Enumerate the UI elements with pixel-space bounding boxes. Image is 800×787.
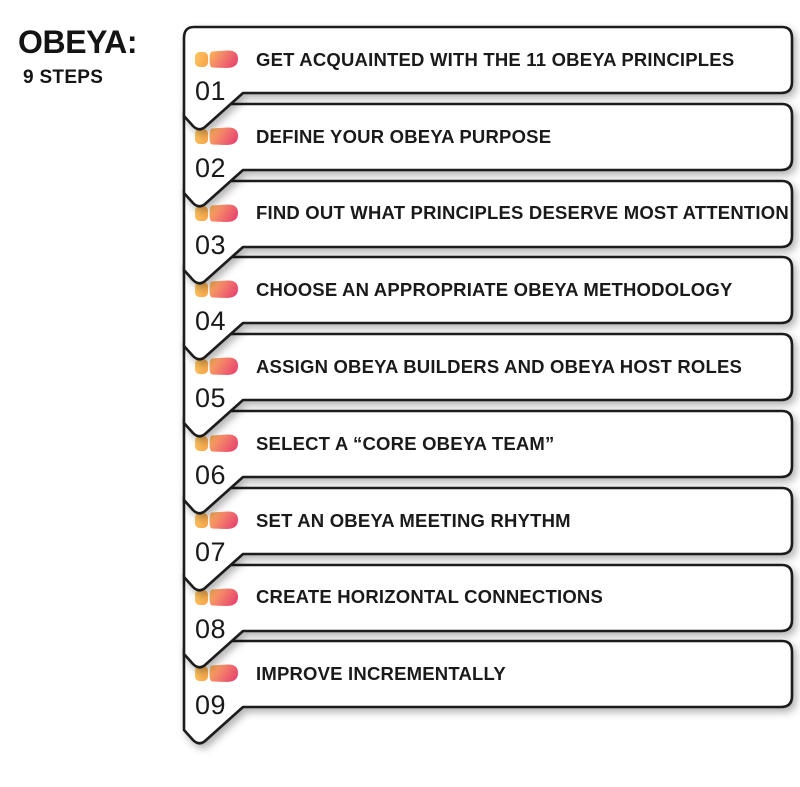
footprint-heel bbox=[195, 666, 208, 682]
footprint-heel bbox=[195, 589, 208, 605]
footprint-heel bbox=[195, 128, 208, 144]
footprint-heel bbox=[195, 52, 208, 67]
page-subtitle: 9 STEPS bbox=[23, 67, 104, 88]
footprint-heel bbox=[195, 359, 208, 375]
footprint-sole bbox=[209, 280, 238, 299]
step-card-outline bbox=[182, 25, 794, 131]
footprint-heel bbox=[195, 282, 208, 298]
step-item[interactable]: GET ACQUAINTED WITH THE 11 OBEYA PRINCIP… bbox=[182, 25, 794, 132]
footprint-sole bbox=[209, 434, 238, 452]
footprint-sole bbox=[209, 511, 238, 529]
footprint-sole bbox=[209, 357, 238, 376]
footprint-heel bbox=[195, 436, 208, 451]
footprint-sole bbox=[209, 204, 238, 222]
footprint-sole bbox=[209, 588, 238, 606]
footprint-sole bbox=[209, 127, 238, 145]
page-title: OBEYA: bbox=[18, 24, 138, 60]
steps-list: GET ACQUAINTED WITH THE 11 OBEYA PRINCIP… bbox=[182, 25, 794, 766]
footprint-sole bbox=[209, 50, 238, 68]
footprint-sole bbox=[209, 664, 238, 683]
footprint-heel bbox=[195, 512, 208, 528]
title-block: OBEYA: 9 STEPS bbox=[18, 26, 178, 87]
footprint-heel bbox=[195, 205, 208, 221]
